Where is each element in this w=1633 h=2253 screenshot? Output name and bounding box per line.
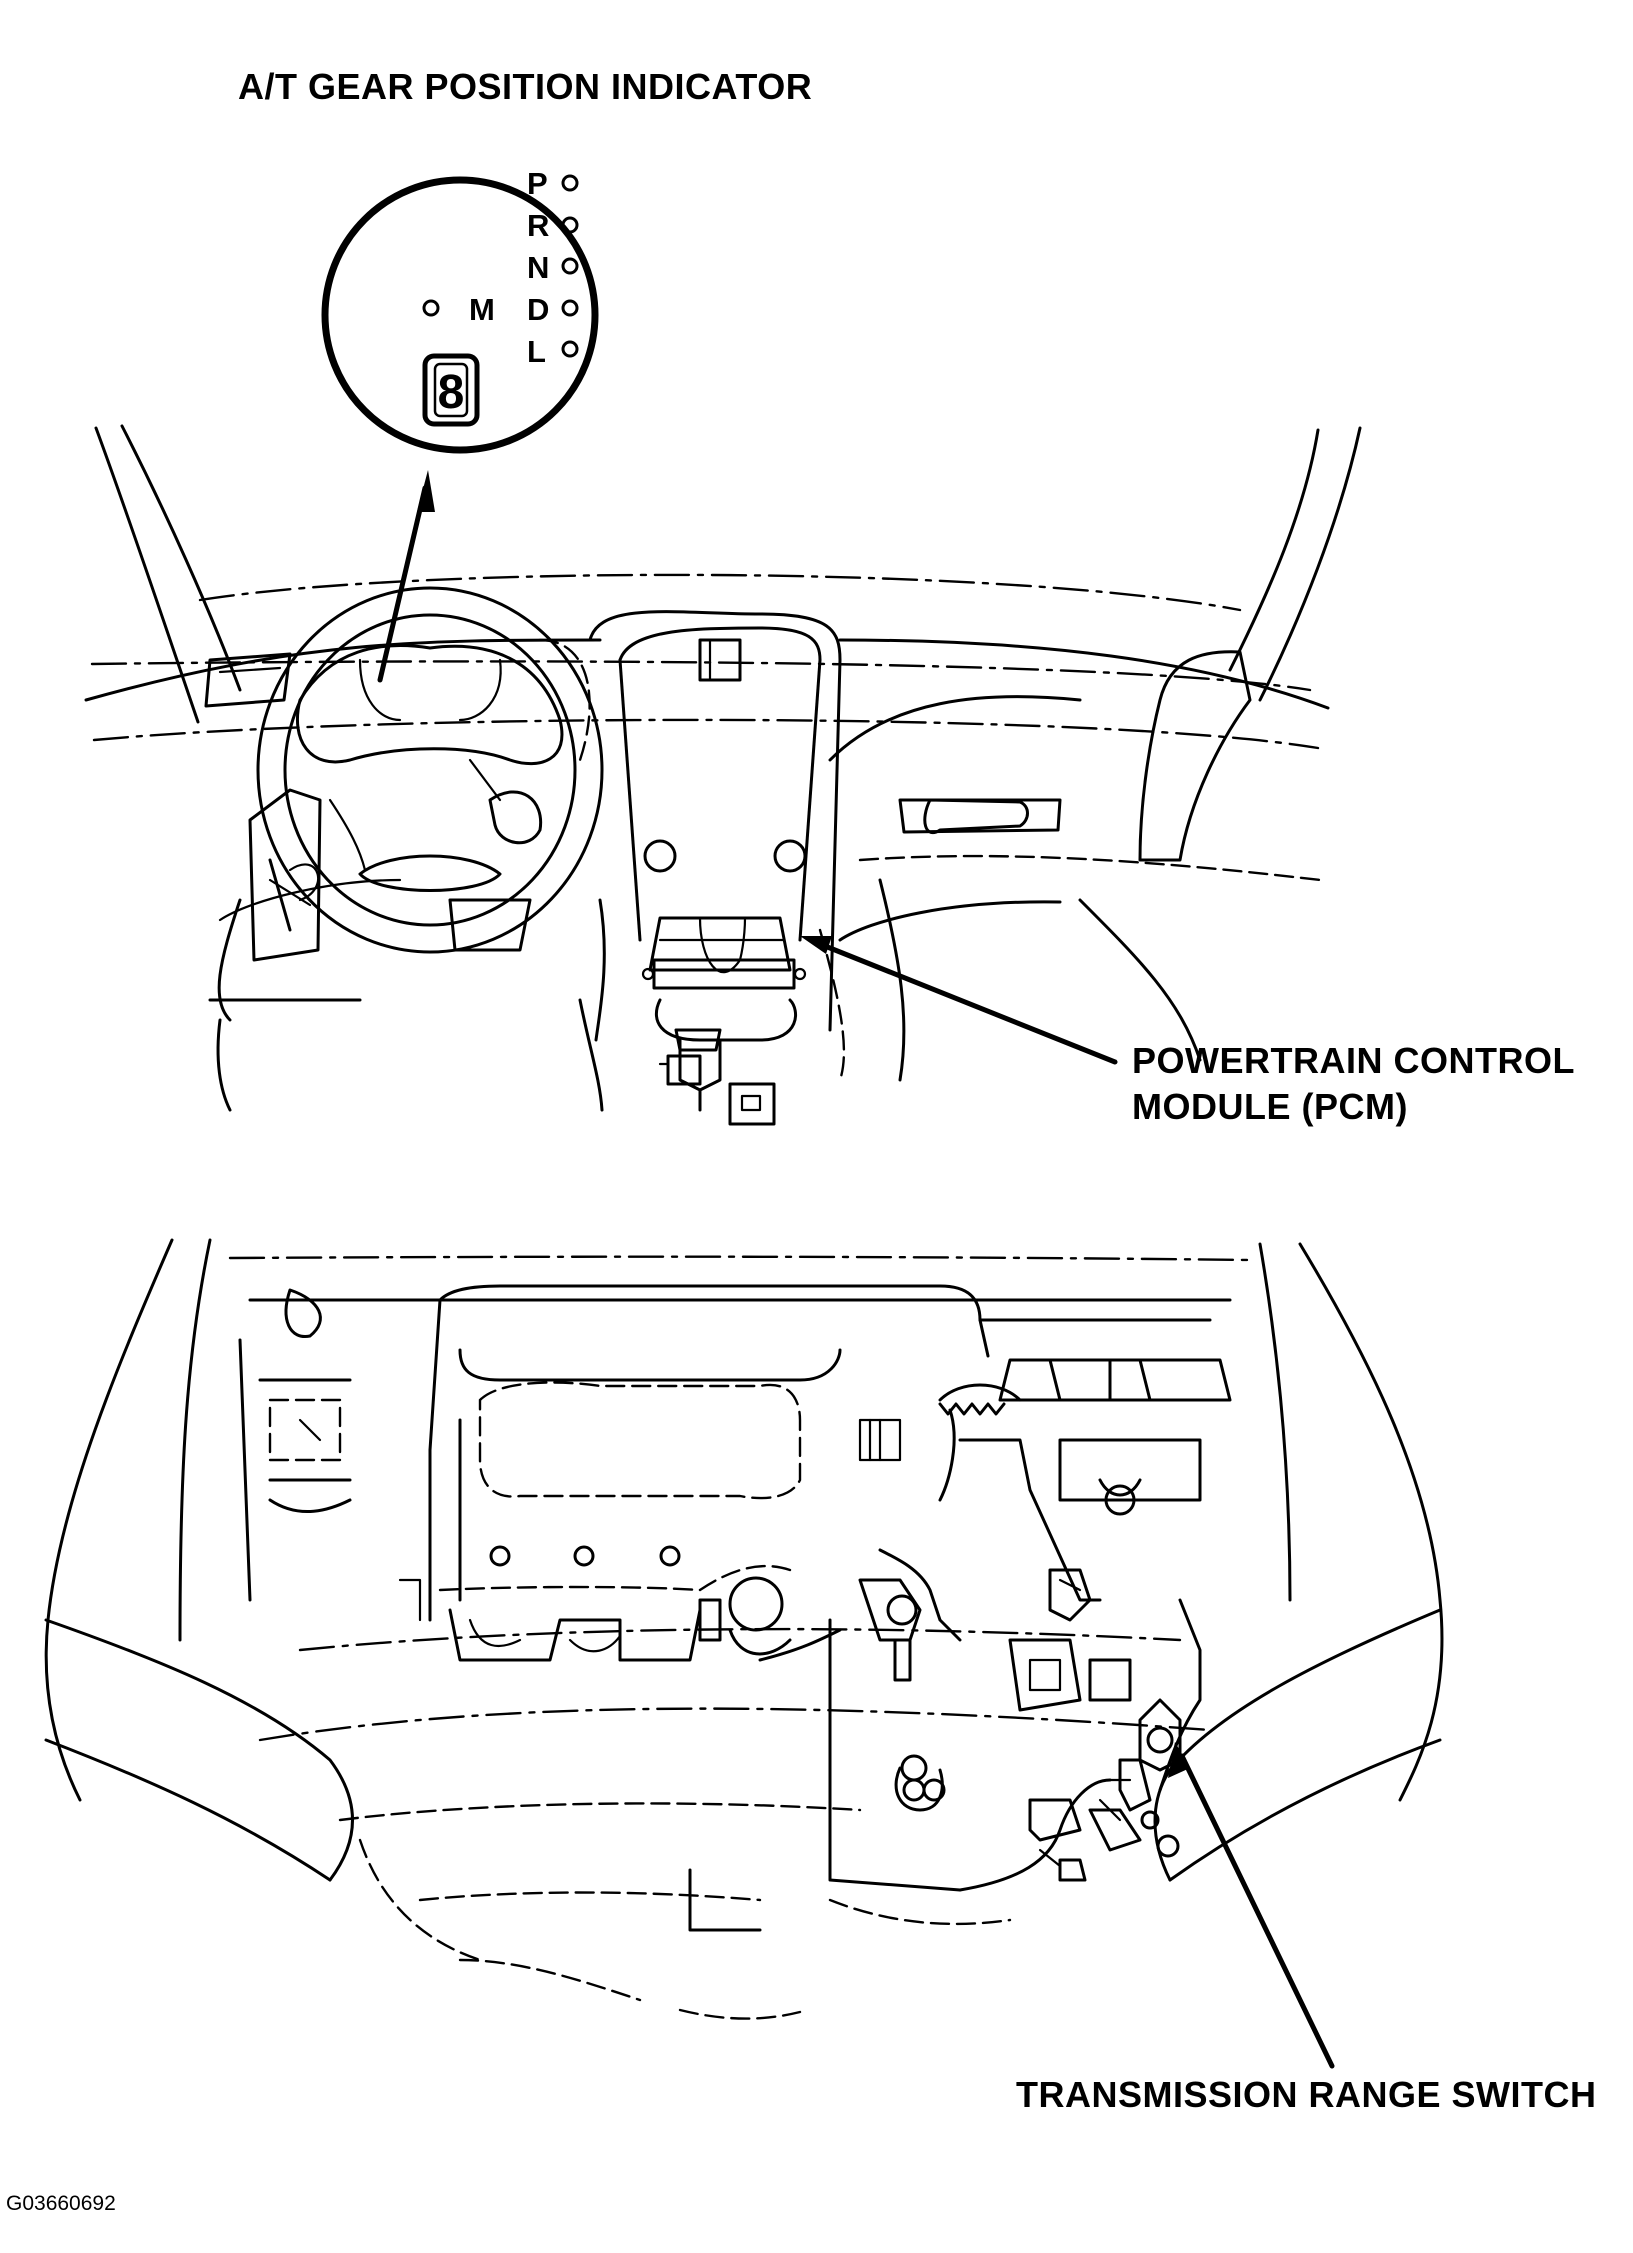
- engine-bay-drawing: [44, 1238, 1444, 2020]
- gear-letter-r: R: [527, 208, 549, 243]
- gear-letter-m: M: [469, 292, 495, 327]
- lamp-n-icon: [561, 257, 579, 275]
- pcm-label-line1: POWERTRAIN CONTROL: [1132, 1040, 1575, 1081]
- transmission-range-switch-label: TRANSMISSION RANGE SWITCH: [1016, 2074, 1597, 2115]
- lamp-m-icon: [422, 299, 440, 317]
- transmission-drawing: [828, 1438, 1202, 1892]
- gear-position-indicator-label: A/T GEAR POSITION INDICATOR: [238, 66, 813, 107]
- transmission-range-switch-leader-arrow: [1168, 1742, 1335, 2069]
- pcm-label: POWERTRAIN CONTROL MODULE (PCM): [1132, 1038, 1575, 1130]
- pcm-leader-arrow: [800, 936, 1118, 1065]
- lamp-r-icon: [561, 216, 579, 234]
- gear-digit-value: 8: [438, 366, 465, 419]
- pcm-label-line2: MODULE (PCM): [1132, 1086, 1408, 1127]
- gear-letter-l: L: [527, 334, 546, 369]
- indicator-leader-arrow: [377, 470, 435, 683]
- gear-letter-d: D: [527, 292, 549, 327]
- gear-digit-display: 8: [422, 353, 480, 427]
- lamp-l-icon: [561, 340, 579, 358]
- lamp-d-icon: [561, 299, 579, 317]
- figure-id-label: G03660692: [6, 2192, 116, 2215]
- gear-letter-n: N: [527, 250, 549, 285]
- indicator-frame-circle: [321, 176, 599, 454]
- dashboard-interior-drawing: [84, 424, 1362, 1126]
- lamp-p-icon: [561, 174, 579, 192]
- gear-position-indicator-inset: P R N D L M 8: [321, 166, 599, 454]
- gear-letter-p: P: [527, 166, 548, 201]
- pcm-module-drawing: [641, 916, 807, 990]
